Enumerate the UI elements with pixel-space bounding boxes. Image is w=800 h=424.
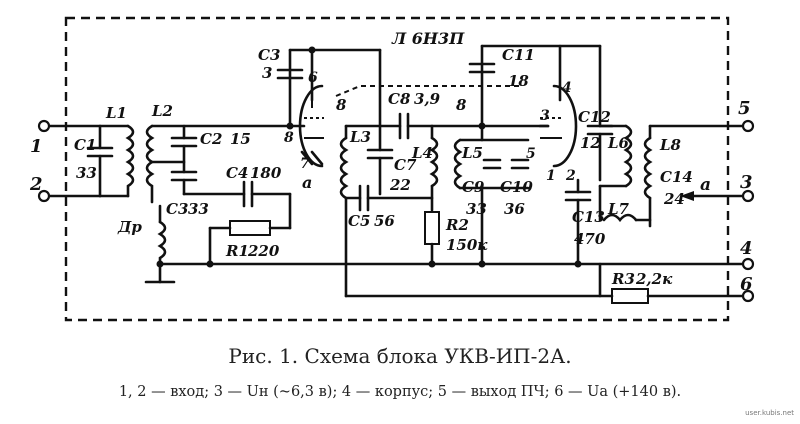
terminal-5-label: 5	[738, 98, 751, 119]
c3b-value: 3	[262, 64, 272, 82]
terminal-6-label: 6	[740, 274, 753, 295]
input-terminal-1[interactable]	[37, 119, 51, 133]
inductor-l3	[339, 136, 349, 200]
r2-value: 150к	[446, 236, 488, 254]
c12-label: C12	[578, 108, 611, 126]
l2-label: L2	[151, 102, 173, 120]
c10-label: C10	[500, 178, 533, 196]
c11-label: C11	[502, 46, 535, 64]
c4-label: C4	[226, 164, 248, 182]
l1-label: L1	[105, 104, 127, 122]
c8-value: 3,9	[414, 90, 441, 108]
terminal-3-label: 3	[740, 172, 753, 193]
pin-7-label: 7	[300, 156, 310, 172]
r3-value: 2,2к	[635, 270, 673, 288]
pin-8-label: 8	[284, 130, 294, 146]
c5-label: C5	[348, 212, 370, 230]
resistor-r1	[229, 220, 271, 236]
resistor-r3	[611, 288, 649, 304]
c7-label: C7	[394, 156, 417, 174]
figure-caption: Рис. 1. Схема блока УКВ-ИП-2А.	[228, 344, 572, 368]
terminal-5-if-out[interactable]	[741, 119, 755, 133]
resistor-r2	[424, 211, 440, 245]
l8-label: L8	[659, 136, 682, 154]
c1-value: 33	[76, 164, 97, 182]
circuit-schematic: 1 2 C1 33 L1 L2 C2 15 C3 33 C4 180 R1 22…	[29, 16, 755, 322]
c13-value: 470	[574, 230, 606, 248]
r3-label: R3	[611, 270, 635, 288]
inductor-l4	[429, 136, 439, 188]
c2-value: 15	[230, 130, 251, 148]
pin-3-label: 3	[540, 108, 550, 124]
c14-label: C14	[660, 168, 693, 186]
mark-a-left: a	[302, 173, 312, 192]
c5-value: 56	[374, 212, 395, 230]
dr-label: Др	[117, 218, 142, 236]
mark-a-right: a	[700, 175, 711, 195]
l4-label: L4	[411, 144, 433, 162]
watermark: user.kubis.net	[745, 409, 794, 417]
inductor-l1	[125, 124, 135, 198]
enclosure-frame	[64, 16, 730, 322]
c1-label: C1	[74, 136, 96, 154]
inductor-l6	[623, 124, 633, 188]
l5-label: L5	[461, 144, 483, 162]
c3-value: 33	[188, 200, 209, 218]
inductor-l2	[145, 124, 155, 204]
tube-label: Л 6Н3П	[391, 29, 465, 48]
figure-legend: 1, 2 — вход; 3 — Uн (~6,3 в); 4 — корпус…	[118, 384, 682, 400]
r1-label: R1	[225, 242, 249, 260]
c9-value: 33	[466, 200, 487, 218]
c11-value: 18	[508, 72, 529, 90]
c2-label: C2	[200, 130, 222, 148]
heater-mark-left: 8	[336, 96, 347, 114]
terminal-2-label: 2	[29, 174, 43, 195]
terminal-6-anode[interactable]	[741, 289, 755, 303]
tube-envelope-right	[552, 84, 578, 168]
terminal-3-heater[interactable]	[741, 189, 755, 203]
c13-label: C13	[572, 208, 605, 226]
c9-label: C9	[462, 178, 485, 196]
pin-2-label: 2	[565, 168, 576, 184]
inductor-l7	[602, 213, 638, 223]
c7-value: 22	[389, 176, 411, 194]
c14-value: 24	[663, 190, 685, 208]
terminal-4-chassis[interactable]	[741, 257, 755, 271]
r1-value: 220	[247, 242, 280, 260]
choke-dr	[157, 220, 167, 266]
l6-label: L6	[607, 134, 630, 152]
inductor-l5	[453, 138, 463, 190]
c10-value: 36	[504, 200, 525, 218]
heater-mark-right: 8	[456, 96, 467, 114]
pin-4-label: 4	[562, 80, 572, 96]
input-terminal-2[interactable]	[37, 189, 51, 203]
l7-label: L7	[607, 200, 630, 218]
pin-5-label: 5	[526, 146, 536, 162]
terminal-1-label: 1	[30, 136, 43, 157]
inductor-l8	[643, 136, 653, 200]
c8-label: C8	[388, 90, 411, 108]
pin-6-label: 6	[308, 70, 318, 86]
c12-value: 12	[580, 134, 601, 152]
terminal-4-label: 4	[740, 238, 753, 259]
c4-value: 180	[250, 164, 282, 182]
l3-label: L3	[349, 128, 371, 146]
c3b-label: C3	[258, 46, 280, 64]
c3-label: C3	[166, 200, 188, 218]
pin-1-label: 1	[546, 168, 556, 184]
r2-label: R2	[445, 216, 469, 234]
